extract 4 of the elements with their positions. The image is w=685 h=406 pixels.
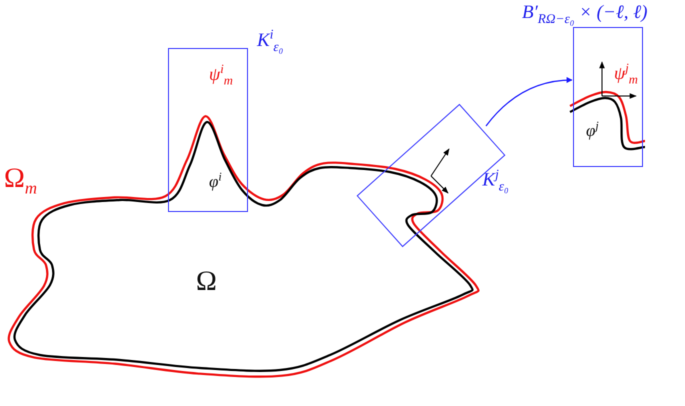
curve-label: φ$^{i}$ (209, 173, 222, 190)
domain-label: Ω (196, 268, 217, 296)
domain-label: Ω$_{m}$ (4, 165, 37, 198)
arrow (486, 77, 573, 126)
